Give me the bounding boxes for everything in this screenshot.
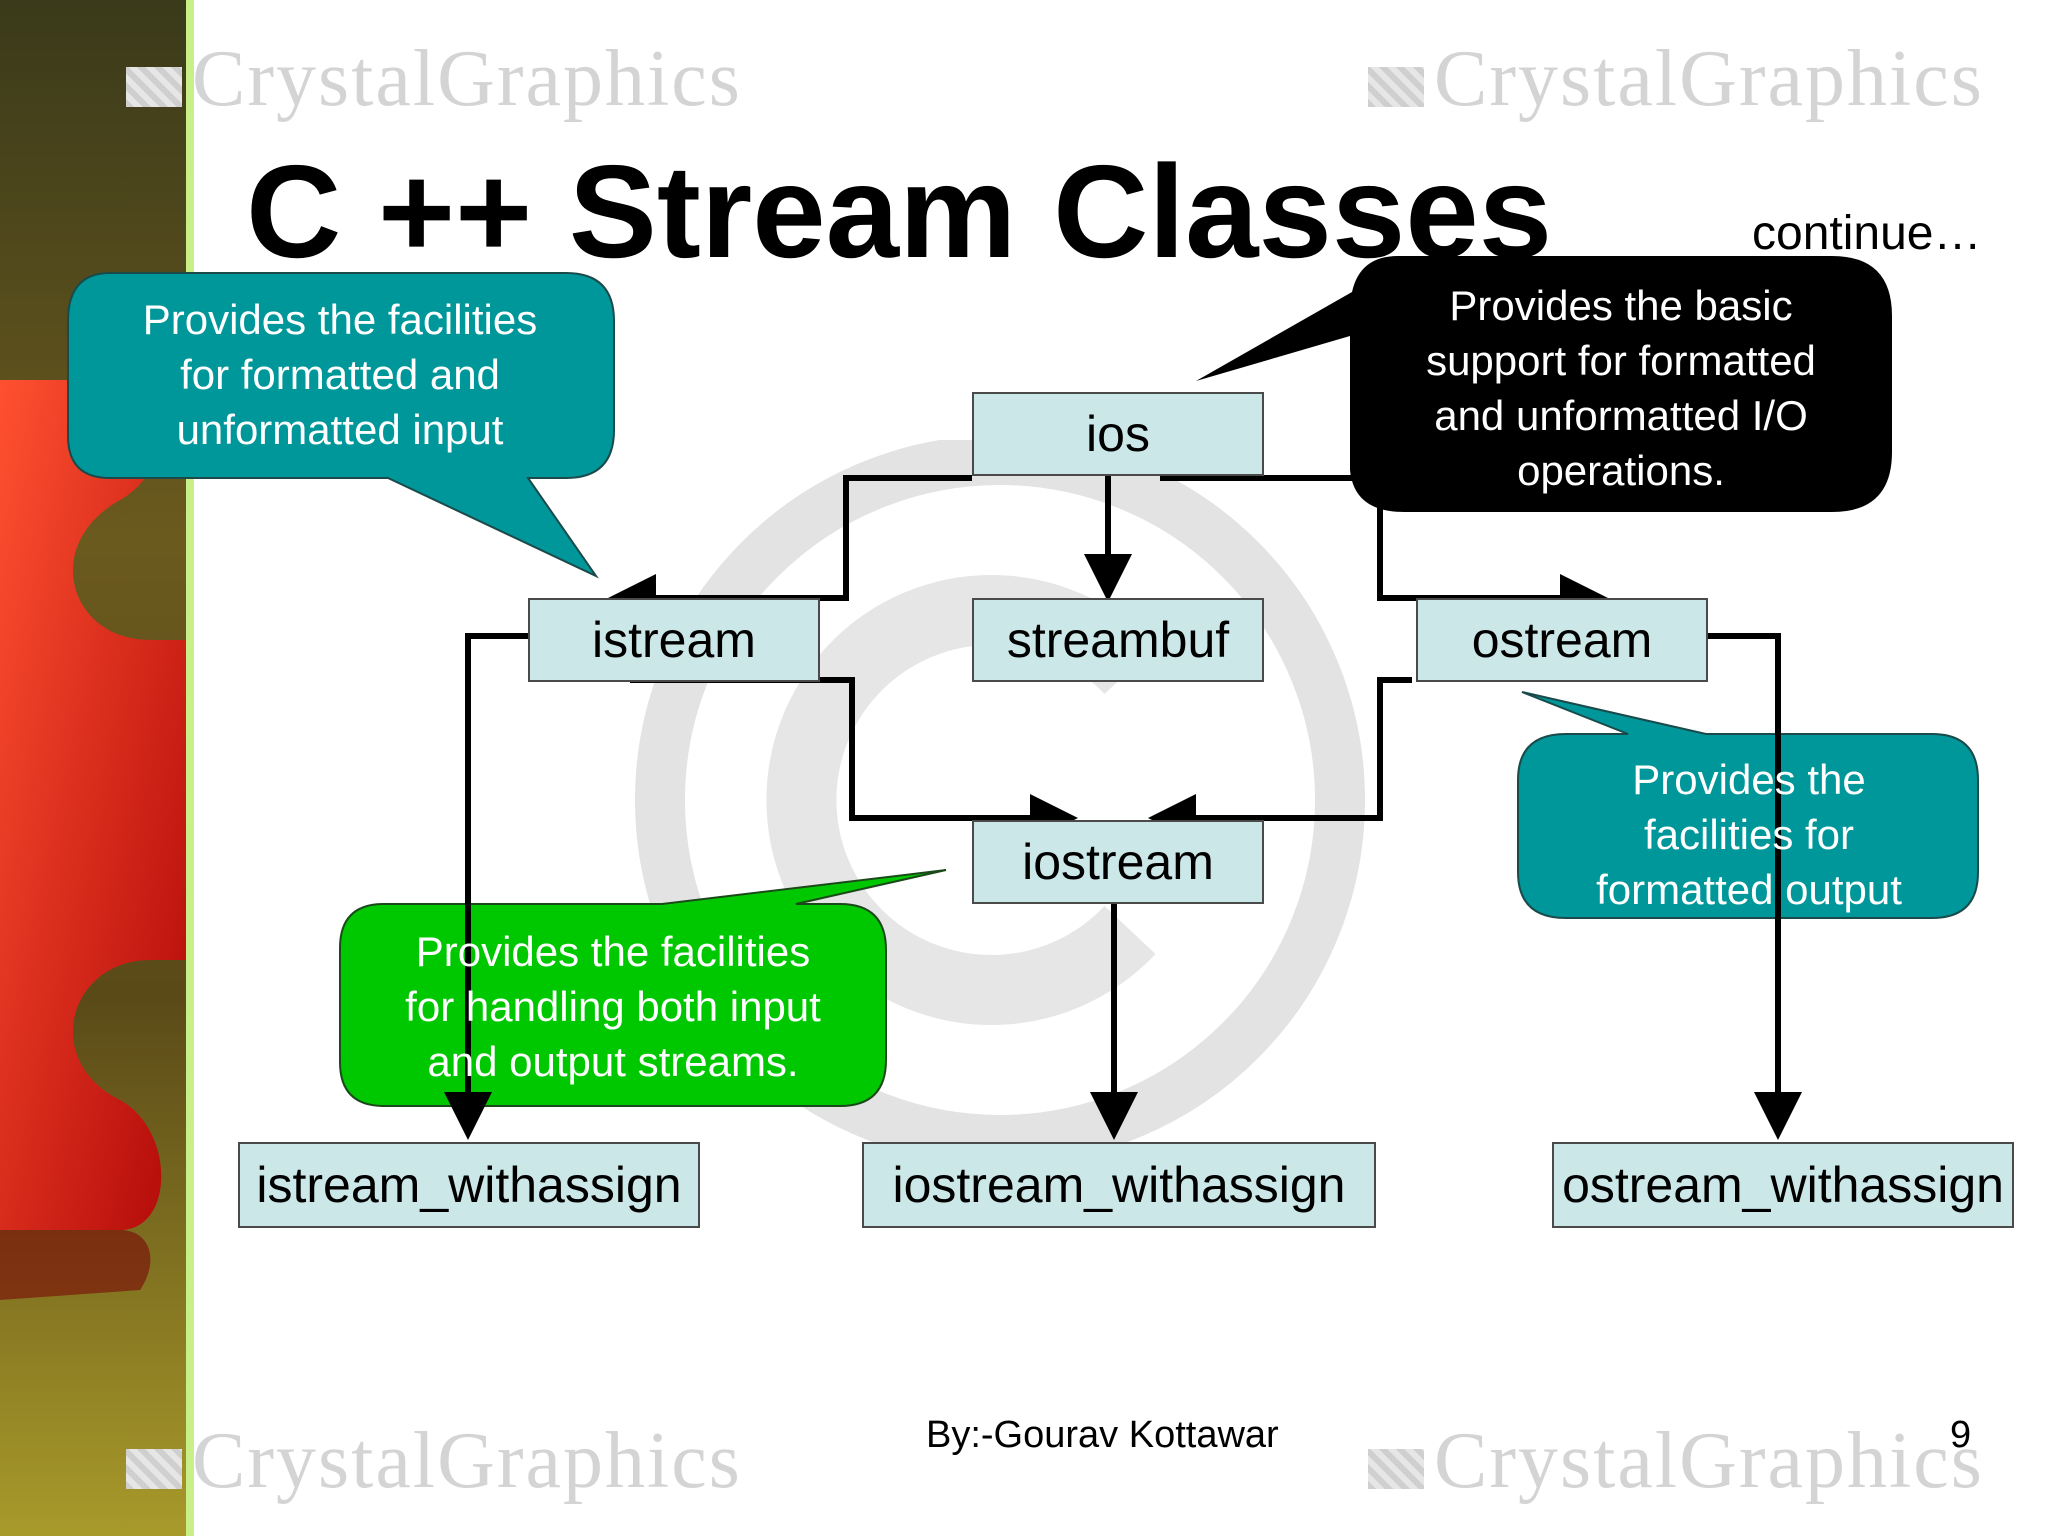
callout-istream-shape <box>67 272 615 579</box>
callout-iostream-text: Provides the facilities for handling bot… <box>405 928 821 1085</box>
callout-ostream-shape <box>1517 691 1979 919</box>
callout-iostream-shape <box>339 869 947 1107</box>
connector-ios-istream <box>608 475 972 622</box>
watermark-logo-icon <box>126 66 182 107</box>
node-iostream-withassign: iostream_withassign <box>862 1142 1376 1228</box>
continue-label: continue… <box>1752 207 1982 260</box>
footer-author: By:-Gourav Kottawar <box>926 1414 1279 1456</box>
watermark-logo-icon <box>1368 66 1424 107</box>
node-streambuf: streambuf <box>972 598 1264 682</box>
puzzle-background-image <box>0 0 194 1536</box>
watermark-top-left: CrystalGraphics <box>126 34 742 125</box>
connector-ostream-withassign <box>1702 633 1802 1140</box>
callout-ios-shape <box>1196 256 1892 512</box>
connector-istream-iostream <box>630 677 1078 842</box>
connector-ostream-iostream <box>1148 677 1412 842</box>
node-ios: ios <box>972 392 1264 476</box>
watermark-logo-icon <box>1368 1448 1424 1489</box>
connector-istream-withassign <box>444 633 528 1140</box>
watermark-top-right: CrystalGraphics <box>1368 34 1984 125</box>
page-number: 9 <box>1950 1414 1972 1456</box>
slide-title: C ++ Stream Classes <box>246 138 1553 285</box>
node-iostream: iostream <box>972 820 1264 904</box>
callout-ios-text: Provides the basic support for formatted… <box>1426 282 1816 494</box>
node-istream-withassign: istream_withassign <box>238 1142 700 1228</box>
callout-ostream-text: Provides the facilities for formatted ou… <box>1596 756 1902 913</box>
callout-istream-text: Provides the facilities for formatted an… <box>142 296 538 453</box>
watermark-bottom-right: CrystalGraphics <box>1368 1416 1984 1507</box>
watermark-bottom-left: CrystalGraphics <box>126 1416 742 1507</box>
node-ostream-withassign: ostream_withassign <box>1552 1142 2014 1228</box>
node-ostream: ostream <box>1416 598 1708 682</box>
node-istream: istream <box>528 598 820 682</box>
watermark-logo-icon <box>126 1448 182 1489</box>
